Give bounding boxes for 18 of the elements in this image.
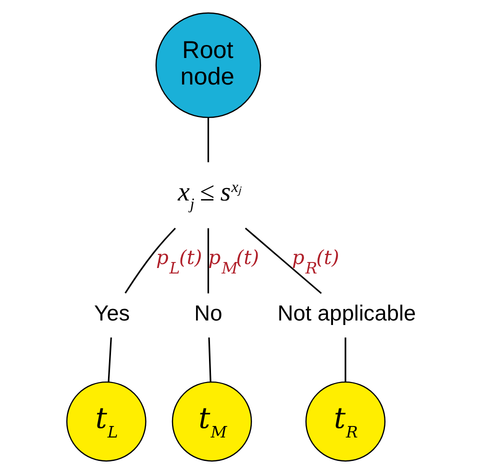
connector: [208, 228, 210, 294]
connector: [208, 118, 210, 162]
node-circle: t$_{L}$: [66, 381, 146, 462]
node-text: No: [194, 300, 222, 326]
edge-label: p$_{L}$(t): [156, 246, 202, 278]
connector: [344, 338, 346, 382]
connector: [208, 337, 212, 382]
connector: [124, 228, 176, 294]
edge-label: p$_{R}$(t): [292, 246, 340, 278]
edge-label: p$_{M}$(t): [208, 246, 260, 278]
node-text: Not applicable: [277, 300, 416, 326]
node-circle: t$_{R}$: [305, 381, 386, 462]
node-text: Yes: [94, 300, 130, 326]
connector: [244, 228, 322, 294]
connector: [108, 337, 112, 382]
node-circle: Root node: [155, 12, 262, 118]
node-text: x$_{j}$ ≤ s$^{xⱼ}$: [178, 176, 242, 214]
node-circle: t$_{M}$: [172, 381, 252, 462]
